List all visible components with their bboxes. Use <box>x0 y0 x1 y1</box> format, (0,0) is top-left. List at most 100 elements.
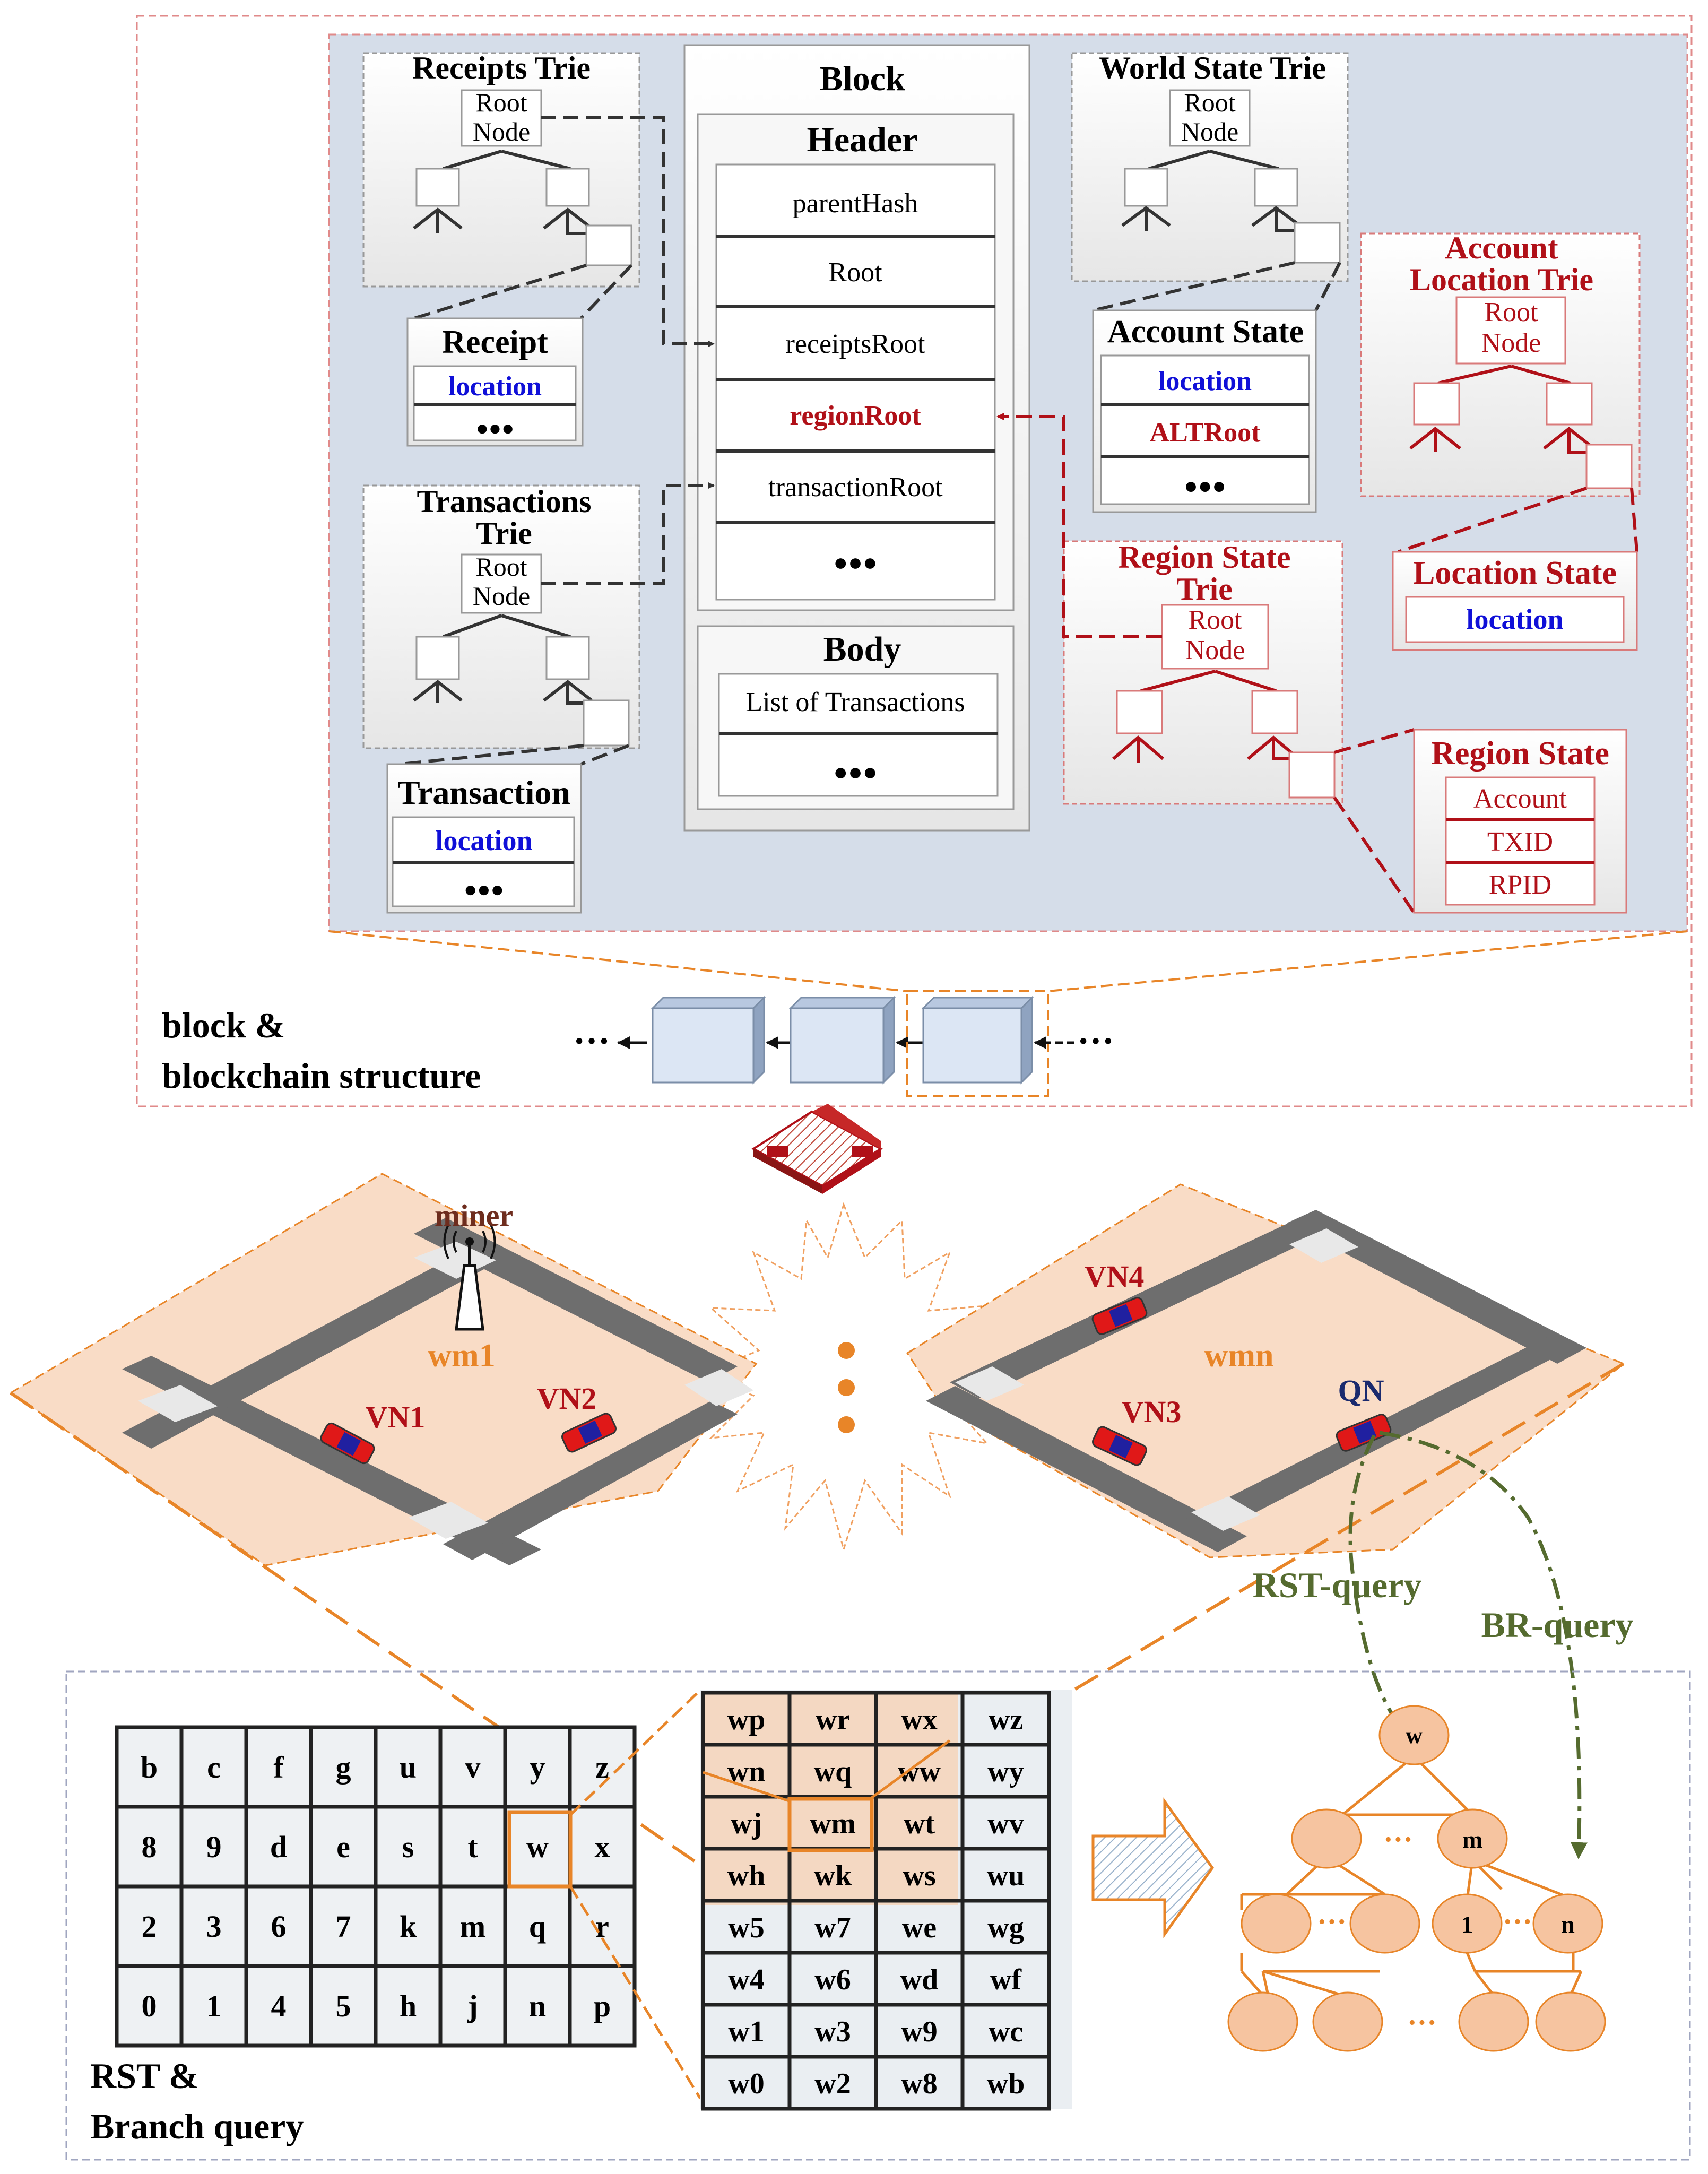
transaction-box: Transaction location ●●● <box>386 763 582 914</box>
ledger-icon <box>751 1104 883 1194</box>
subcell-label: w9 <box>901 2015 937 2048</box>
subcell-label: w0 <box>728 2067 764 2100</box>
geohash-tree: w m 1 n ··· ··· ··· ··· <box>1227 1705 1606 2052</box>
subcell-highlight <box>787 1797 874 1852</box>
transactions-trie-title: Trie <box>476 516 532 551</box>
tree-node <box>1291 1808 1362 1869</box>
receipt-title: Receipt <box>442 324 548 360</box>
car-icon <box>320 1422 375 1465</box>
subcell-label: wu <box>987 1859 1025 1892</box>
geohash-cell-label: q <box>529 1909 546 1944</box>
region-state-trie-title: Region State <box>1119 540 1291 575</box>
body-title: Body <box>823 630 901 669</box>
geohash-cell-label: x <box>595 1830 610 1864</box>
account-state-location: location <box>1158 366 1252 396</box>
geohash-cell-label: 1 <box>206 1989 222 2023</box>
world-state-trie-title: World State Trie <box>1099 50 1326 85</box>
subcell-label: w3 <box>814 2015 851 2048</box>
subcell-label: wt <box>904 1807 935 1840</box>
region-state-trie-title: Trie <box>1176 571 1233 607</box>
vn2-label: VN2 <box>537 1381 597 1416</box>
block-title: Block <box>819 59 905 98</box>
subcell-label: w4 <box>728 1963 764 1996</box>
chain-label: block & <box>162 1005 285 1045</box>
subcell-label: wb <box>987 2067 1025 2100</box>
subcell-label: wp <box>727 1703 766 1736</box>
geohash-cell-label: y <box>530 1750 545 1785</box>
body-field-ellipsis: ●●● <box>833 758 877 785</box>
tree-node-m-label: m <box>1462 1826 1482 1853</box>
subcell-label: w2 <box>814 2067 851 2100</box>
root-node-label: Node <box>1185 635 1245 665</box>
subcell-label: wr <box>816 1703 850 1736</box>
tree-node <box>1378 1705 1450 1765</box>
region-state-rpid: RPID <box>1489 870 1551 900</box>
tree-node <box>1349 1893 1420 1954</box>
root-node-label: Root <box>1184 88 1235 117</box>
subcell-label: wx <box>901 1703 937 1736</box>
geohash-cell-label: u <box>400 1750 417 1785</box>
block-structure-frame <box>136 15 1693 1107</box>
vn1-label: VN1 <box>366 1400 426 1434</box>
ellipsis-dot <box>838 1379 855 1396</box>
chain-block-3 <box>921 995 1034 1085</box>
geohash-cell-label: 0 <box>142 1989 157 2023</box>
geohash-cell-label: v <box>465 1750 481 1785</box>
subcell <box>960 2055 1051 2111</box>
subcell-label: wm <box>810 1807 856 1840</box>
region-state-account: Account <box>1473 784 1567 814</box>
subcell-label: ws <box>903 1859 935 1892</box>
tree-node-n-label: n <box>1561 1911 1575 1938</box>
rst-label: RST & <box>90 2056 199 2096</box>
tree-dots: ··· <box>1503 1906 1532 1938</box>
receipts-trie: Receipts Trie Root Node <box>362 50 640 288</box>
geohash-cell-label: w <box>526 1830 549 1864</box>
region-wm1-label: wm1 <box>428 1338 495 1374</box>
network-burst <box>698 1202 1005 1553</box>
tree-node <box>1241 1893 1312 1954</box>
vn4-label: VN4 <box>1085 1259 1145 1294</box>
car-icon <box>561 1413 617 1453</box>
geohash-cell-label: 5 <box>336 1989 351 2023</box>
tree-node <box>1312 1991 1383 2052</box>
body-field-transactions: List of Transactions <box>745 687 965 717</box>
tree-node <box>1532 1893 1603 1954</box>
subcell-label: w8 <box>901 2067 937 2100</box>
world-state-trie: World State Trie Root Node <box>1071 50 1349 282</box>
transaction-ellipsis: ●●● <box>464 878 504 902</box>
region-state-txid: TXID <box>1487 827 1553 857</box>
subcell-label: we <box>902 1911 937 1944</box>
geohash-cell-label: f <box>273 1750 284 1785</box>
account-location-trie-title: Location Trie <box>1410 262 1593 297</box>
rst-query-label: RST-query <box>1253 1565 1422 1605</box>
geohash-cell-label: c <box>207 1750 221 1785</box>
tree-dots: ··· <box>1383 1823 1413 1856</box>
header-title: Header <box>807 120 918 159</box>
miner-tower-icon <box>443 1224 496 1331</box>
subcell-label: w7 <box>814 1911 851 1944</box>
receipts-trie-title: Receipts Trie <box>412 50 591 85</box>
geohash-cell-label: b <box>141 1750 158 1785</box>
geohash-cell-label: d <box>270 1830 287 1864</box>
receipt-ellipsis: ●●● <box>476 416 514 440</box>
subcell-label: wd <box>900 1963 939 1996</box>
header-field-root: Root <box>828 257 882 288</box>
transaction-title: Transaction <box>397 774 570 811</box>
transactions-trie-title: Transactions <box>417 484 592 519</box>
geohash-cell-label: s <box>402 1830 414 1864</box>
subcell-label: w5 <box>728 1911 764 1944</box>
account-location-trie: Account Location Trie Root Node <box>1360 230 1641 497</box>
query-node-car-icon <box>1336 1414 1392 1452</box>
subcell-label: ww <box>898 1755 941 1788</box>
account-state-box: Account State location ALTRoot ●●● <box>1092 309 1317 513</box>
header-field-parenthash: parentHash <box>793 188 918 219</box>
region-state-title: Region State <box>1431 735 1609 772</box>
account-state-altroot: ALTRoot <box>1149 418 1261 448</box>
geohash-cell-label: 9 <box>206 1830 222 1864</box>
region-wmn-label: wmn <box>1204 1338 1274 1374</box>
subcell-label: wj <box>731 1807 762 1840</box>
header-field-receiptsroot: receiptsRoot <box>786 329 925 359</box>
subcell-label: wz <box>989 1703 1023 1736</box>
subcell-label: wf <box>990 1963 1022 1996</box>
